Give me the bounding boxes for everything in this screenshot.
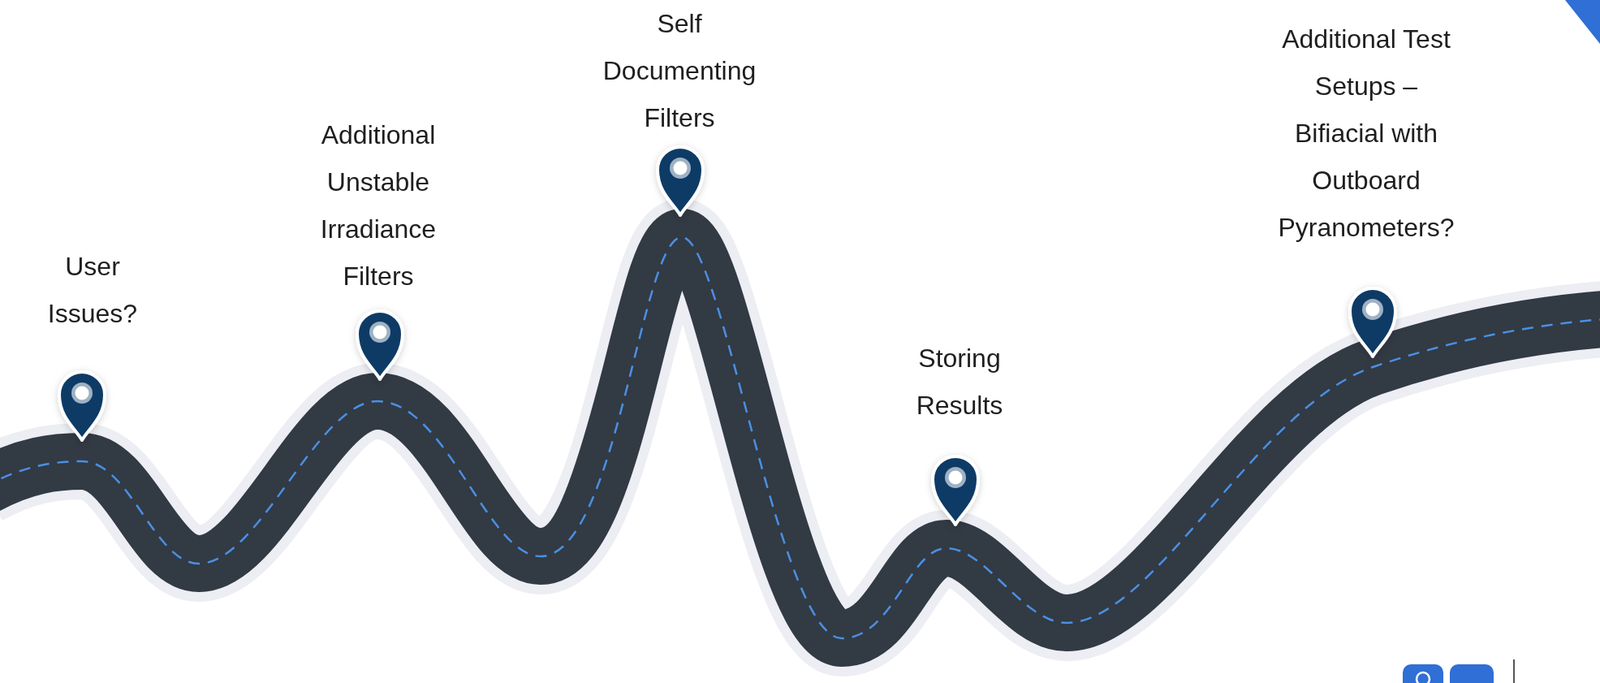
road-centerline [0, 237, 1600, 639]
road-surface [0, 237, 1600, 639]
milestone-label: Storing Results [902, 334, 1017, 429]
milestone-label: Additional Test Setups – Bifiacial with … [1273, 15, 1459, 251]
logo-mark [1402, 659, 1514, 683]
corner-stripe [1565, 0, 1600, 44]
map-pin [357, 310, 403, 380]
map-pin [1349, 288, 1396, 357]
map-pin [59, 371, 105, 440]
map-pin [657, 146, 703, 216]
milestone-label: User Issues? [39, 242, 146, 337]
milestone-label: Additional Unstable Irradiance Filters [313, 111, 444, 300]
map-pin [932, 456, 979, 525]
milestone-label: Self Documenting Filters [596, 0, 764, 142]
road-halo [0, 237, 1600, 639]
